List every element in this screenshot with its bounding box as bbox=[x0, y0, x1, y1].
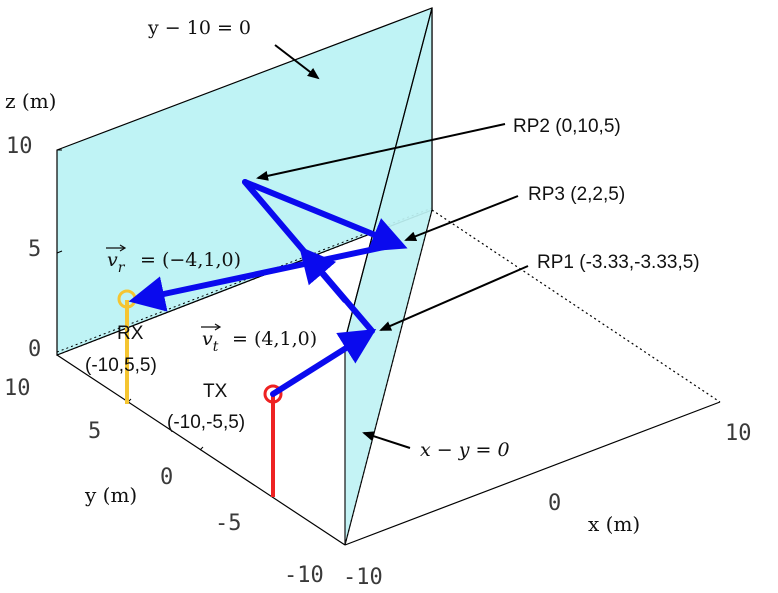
z-axis-label: z (m) bbox=[5, 89, 56, 113]
plane-x-minus-y-pointer bbox=[362, 431, 411, 449]
rp1-pointer bbox=[379, 265, 529, 331]
ray-path bbox=[128, 179, 408, 397]
vt-arrow-head bbox=[214, 323, 222, 331]
vr-arrow-head bbox=[119, 244, 127, 252]
x-axis-label: x (m) bbox=[588, 512, 640, 536]
x-tick-0: 0 bbox=[548, 491, 561, 516]
z-tick-0: 0 bbox=[28, 337, 41, 362]
x-tick-neg10: -10 bbox=[343, 565, 383, 590]
y-tick-5: 5 bbox=[88, 419, 101, 444]
box-edge-front-left bbox=[56, 354, 346, 546]
ray-tx-to-rp1 bbox=[270, 329, 377, 397]
y-tick-mark-0 bbox=[199, 446, 204, 451]
y-tick-0: 0 bbox=[160, 465, 173, 490]
rp2-pointer bbox=[256, 123, 506, 181]
box-edge-front-right bbox=[344, 401, 721, 546]
tx-name: TX bbox=[203, 381, 228, 402]
y-axis-label: y (m) bbox=[84, 483, 137, 507]
rp2-label: RP2 (0,10,5) bbox=[513, 116, 621, 137]
ray-rp3-to-rx bbox=[128, 241, 401, 312]
vr-value: = (−4,1,0) bbox=[140, 249, 241, 271]
tx-marker bbox=[263, 384, 283, 404]
vt-value: = (4,1,0) bbox=[232, 328, 317, 350]
box-edge-right-floor bbox=[431, 209, 721, 403]
y-tick-10: 10 bbox=[4, 376, 31, 401]
rp3-pointer bbox=[404, 195, 519, 241]
z-tick-5: 5 bbox=[28, 237, 41, 262]
rp1-label: RP1 (-3.33,-3.33,5) bbox=[537, 252, 700, 273]
plane-x-minus-y-diagonal bbox=[344, 7, 433, 341]
plane-y-10-label: y − 10 = 0 bbox=[147, 17, 251, 39]
tx-coords: (-10,-5,5) bbox=[167, 412, 245, 433]
z-tick-mark-5 bbox=[56, 250, 63, 254]
ray-rp1-to-rp2-arrow bbox=[299, 246, 348, 303]
rx-coords: (-10,5,5) bbox=[85, 355, 157, 376]
rx-name: RX bbox=[117, 323, 144, 344]
y-tick-neg5: -5 bbox=[215, 511, 242, 536]
x-tick-10: 10 bbox=[725, 421, 752, 446]
ray-rp2-to-rp3 bbox=[242, 179, 408, 252]
rp3-label: RP3 (2,2,5) bbox=[528, 184, 625, 205]
vt-label: vt = (4,1,0) bbox=[201, 323, 317, 355]
z-tick-10: 10 bbox=[6, 134, 33, 159]
plane-x-minus-y-label: x − y = 0 bbox=[420, 439, 510, 461]
plane-y-10-pointer bbox=[274, 44, 320, 80]
vt-symbol: vt bbox=[202, 328, 219, 355]
y-tick-neg10: -10 bbox=[284, 563, 324, 588]
plane-y-10-mid-edge bbox=[56, 207, 433, 353]
